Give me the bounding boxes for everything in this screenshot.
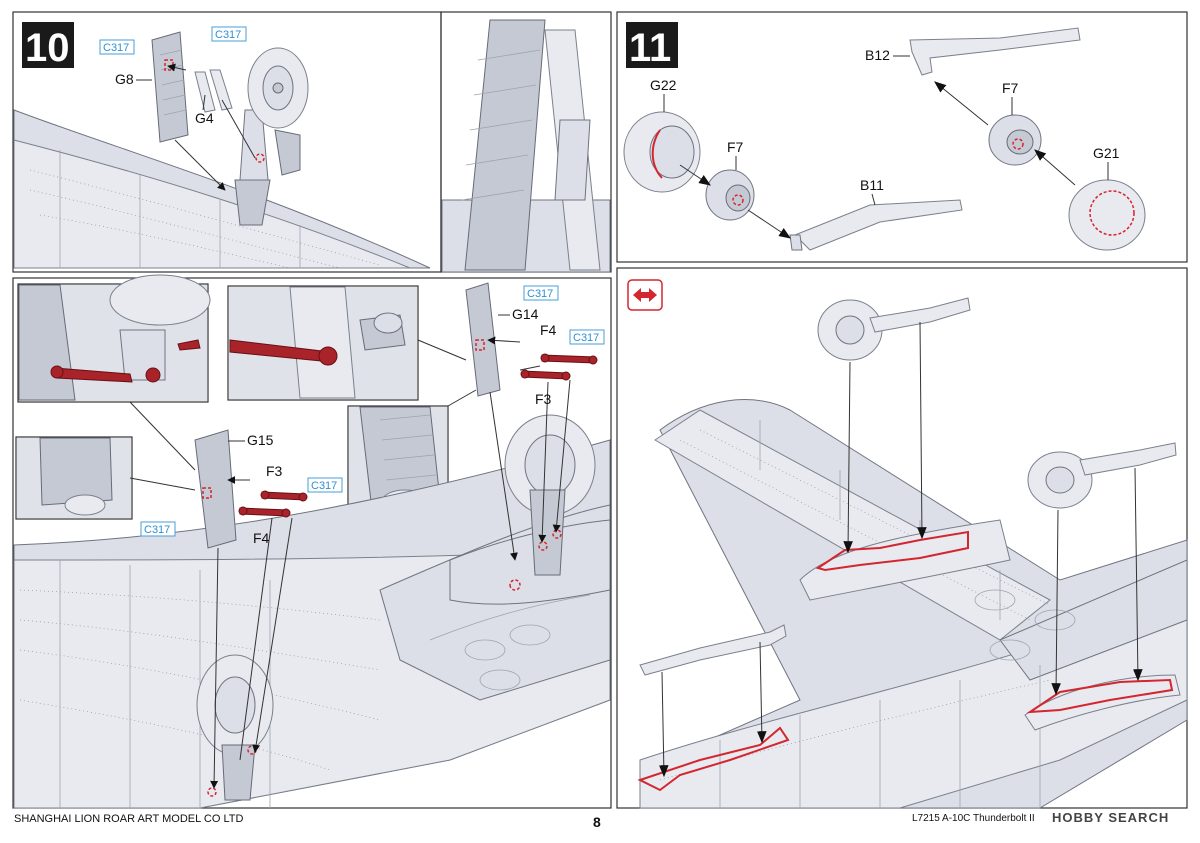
part-label-g4: G4 — [195, 110, 214, 126]
step-10-badge: 10 — [22, 22, 74, 70]
part-label-b11: B11 — [860, 177, 884, 193]
color-callout-c317: C317 — [144, 524, 170, 536]
part-label-b12: B12 — [865, 47, 890, 63]
page-number: 8 — [593, 814, 601, 830]
part-label-f4-a: F4 — [540, 322, 557, 338]
svg-text:10: 10 — [25, 26, 70, 70]
watermark: HOBBY SEARCH — [1052, 810, 1170, 825]
color-callout-c317: C317 — [527, 288, 553, 300]
color-callout-c317: C317 — [103, 42, 129, 54]
part-label-f3-a: F3 — [535, 391, 552, 407]
part-label-g22: G22 — [650, 77, 677, 93]
color-callout-c317: C317 — [311, 480, 337, 492]
step11-top-panel: 11 G22 F7 B11 F7 B12 G2 — [616, 11, 1188, 263]
svg-text:11: 11 — [629, 26, 671, 70]
part-label-f3-b: F3 — [266, 463, 283, 479]
color-callout-c317: C317 — [573, 332, 599, 344]
color-callout-c317: C317 — [215, 29, 241, 41]
footer-product: L7215 A-10C Thunderbolt II — [912, 813, 1035, 824]
part-label-g15: G15 — [247, 432, 274, 448]
footer-company: SHANGHAI LION ROAR ART MODEL CO LTD — [14, 813, 244, 825]
part-label-f7-a: F7 — [727, 139, 744, 155]
part-label-g21: G21 — [1093, 145, 1120, 161]
part-label-f4-b: F4 — [253, 530, 270, 546]
step11-bottom-panel — [616, 267, 1188, 809]
step10-bottom-panel: C317 G14 F4 C317 F3 G15 F3 C317 C317 F4 — [12, 274, 612, 809]
step10-top-panel: 10 C317 C317 G8 G4 — [12, 11, 612, 273]
bidirectional-arrow-icon — [627, 279, 663, 311]
part-label-f7-b: F7 — [1002, 80, 1019, 96]
part-label-g8: G8 — [115, 71, 134, 87]
part-label-g14: G14 — [512, 306, 539, 322]
step-11-badge: 11 — [626, 22, 678, 70]
